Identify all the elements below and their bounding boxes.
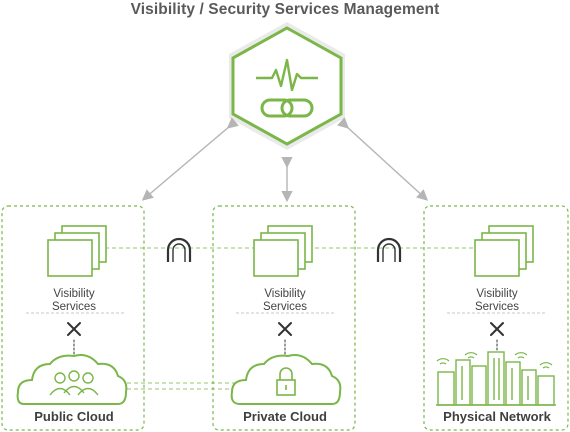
services-label-line2: Services [474, 301, 520, 313]
site-box-physical-network [423, 205, 569, 431]
services-label-line2: Services [51, 301, 97, 313]
services-stack-icon [253, 225, 313, 277]
services-label-line1: Visibility [264, 288, 306, 300]
tools-icon [490, 322, 504, 351]
management-hub [229, 22, 345, 150]
cloud-lock-icon [230, 354, 342, 405]
cloud-users-icon [16, 354, 128, 405]
services-stack-icon [474, 225, 534, 277]
site-name-public-cloud: Public Cloud [34, 409, 114, 424]
tools-icon [278, 322, 292, 357]
hub-arrows [141, 117, 429, 203]
services-label-private: Visibility Services [235, 288, 335, 314]
tools-icon [67, 322, 81, 357]
services-label-line1: Visibility [476, 288, 518, 300]
diagram-title: Visibility / Security Services Managemen… [130, 1, 440, 18]
buildings-icon [436, 351, 556, 406]
site-name-private-cloud: Private Cloud [243, 409, 327, 424]
magnet-link-icon [376, 237, 402, 262]
wifi-icon [436, 352, 553, 369]
services-label-line1: Visibility [53, 288, 95, 300]
chain-link-icon [260, 98, 314, 118]
services-label-physical: Visibility Services [447, 288, 547, 314]
site-name-physical-network: Physical Network [443, 409, 551, 424]
services-label-public: Visibility Services [24, 288, 124, 314]
services-stack-icon [47, 225, 107, 277]
pulse-icon [256, 58, 318, 92]
magnet-link-icon [166, 237, 192, 262]
services-label-line2: Services [262, 301, 308, 313]
